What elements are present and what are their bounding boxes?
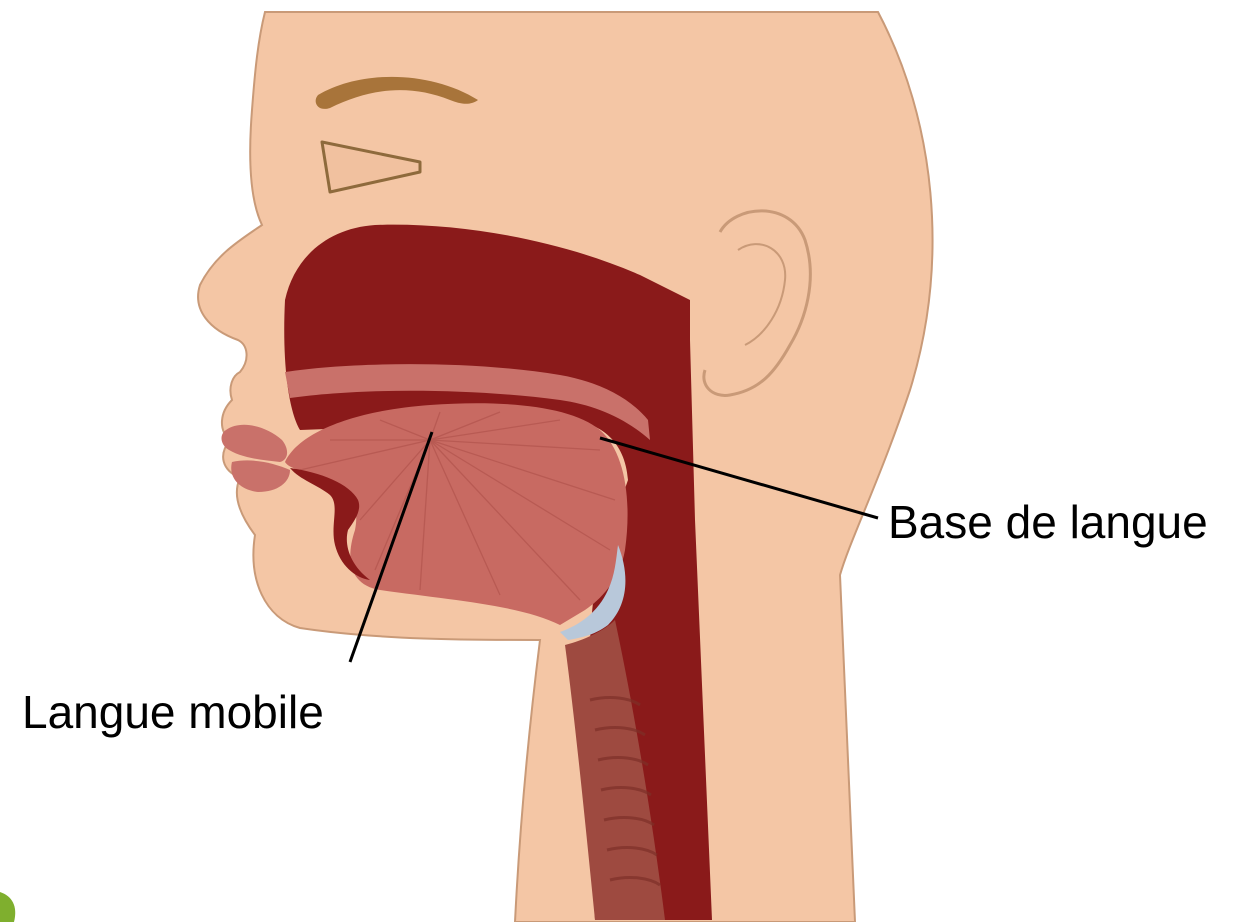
label-base-de-langue: Base de langue bbox=[888, 496, 1208, 548]
leaf-icon bbox=[0, 892, 15, 922]
label-langue-mobile: Langue mobile bbox=[22, 686, 324, 738]
